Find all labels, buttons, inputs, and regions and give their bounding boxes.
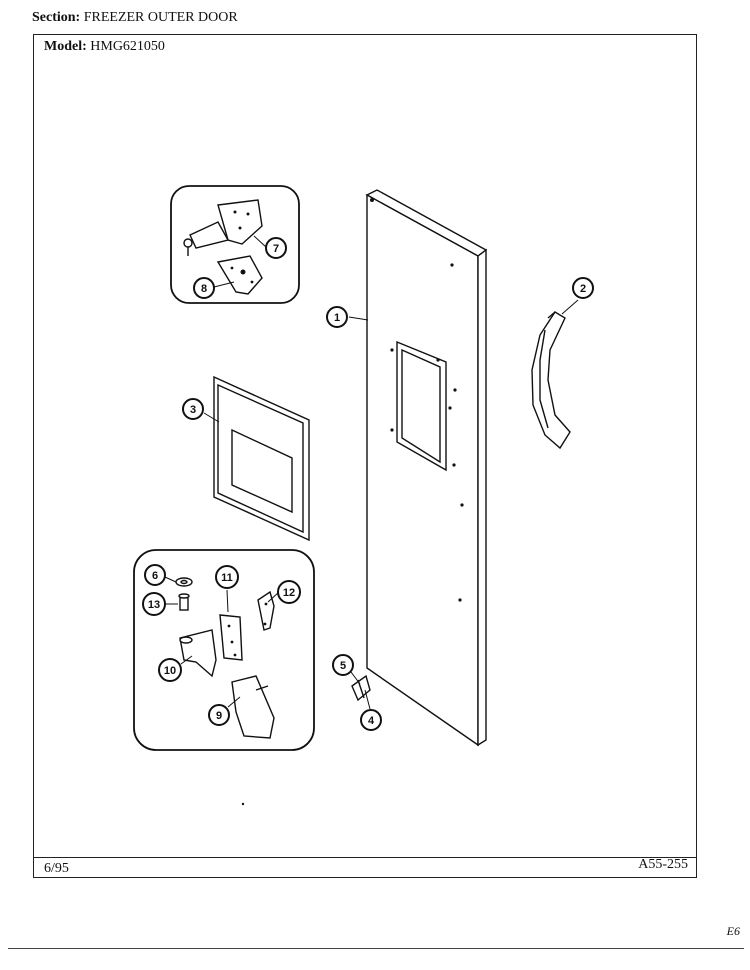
svg-text:1: 1 [334, 312, 340, 324]
hinge-inset [170, 185, 300, 304]
callout-10: 10 [158, 658, 182, 682]
svg-text:3: 3 [190, 404, 196, 416]
model-title: Model: HMG621050 [44, 39, 165, 55]
svg-text:10: 10 [164, 665, 176, 677]
svg-text:13: 13 [148, 599, 160, 611]
parts-inset [133, 549, 315, 751]
model-label: Model: [44, 39, 87, 54]
callout-2: 2 [572, 277, 594, 299]
door-bottom-hardware [351, 674, 371, 702]
door-panel [365, 189, 488, 747]
model-value: HMG621050 [90, 39, 165, 54]
callout-11: 11 [215, 565, 239, 589]
svg-text:6: 6 [152, 570, 158, 582]
callout-1: 1 [326, 306, 348, 328]
svg-text:2: 2 [580, 283, 586, 295]
svg-text:7: 7 [273, 243, 279, 255]
svg-text:9: 9 [216, 710, 222, 722]
callout-8: 8 [193, 277, 215, 299]
diagram-frame: Model: HMG621050 6/95 A55-255 [33, 34, 697, 878]
callouts: 1 2 3 4 5 6 7 8 9 10 11 12 13 [142, 237, 594, 731]
footer-date: 6/95 [44, 861, 69, 876]
corner-mark: E6 [726, 924, 740, 938]
footer-divider [34, 857, 696, 858]
dispenser-trim [213, 375, 310, 542]
callout-12: 12 [277, 580, 301, 604]
svg-text:4: 4 [368, 715, 375, 727]
callout-6: 6 [144, 564, 166, 586]
svg-text:12: 12 [283, 587, 295, 599]
handle [531, 311, 571, 450]
speck [241, 802, 245, 806]
callout-3: 3 [182, 398, 204, 420]
callout-4: 4 [360, 709, 382, 731]
page-bottom-line [8, 948, 744, 949]
callout-13: 13 [142, 592, 166, 616]
section-title: Section: FREEZER OUTER DOOR [32, 10, 238, 26]
callout-7: 7 [265, 237, 287, 259]
section-value: FREEZER OUTER DOOR [83, 10, 238, 25]
svg-text:8: 8 [201, 283, 207, 295]
svg-text:5: 5 [340, 660, 346, 672]
section-label: Section: [32, 10, 81, 25]
svg-text:11: 11 [221, 572, 233, 584]
callout-9: 9 [208, 704, 230, 726]
callout-5: 5 [332, 654, 354, 676]
footer-code: A55-255 [638, 857, 688, 872]
